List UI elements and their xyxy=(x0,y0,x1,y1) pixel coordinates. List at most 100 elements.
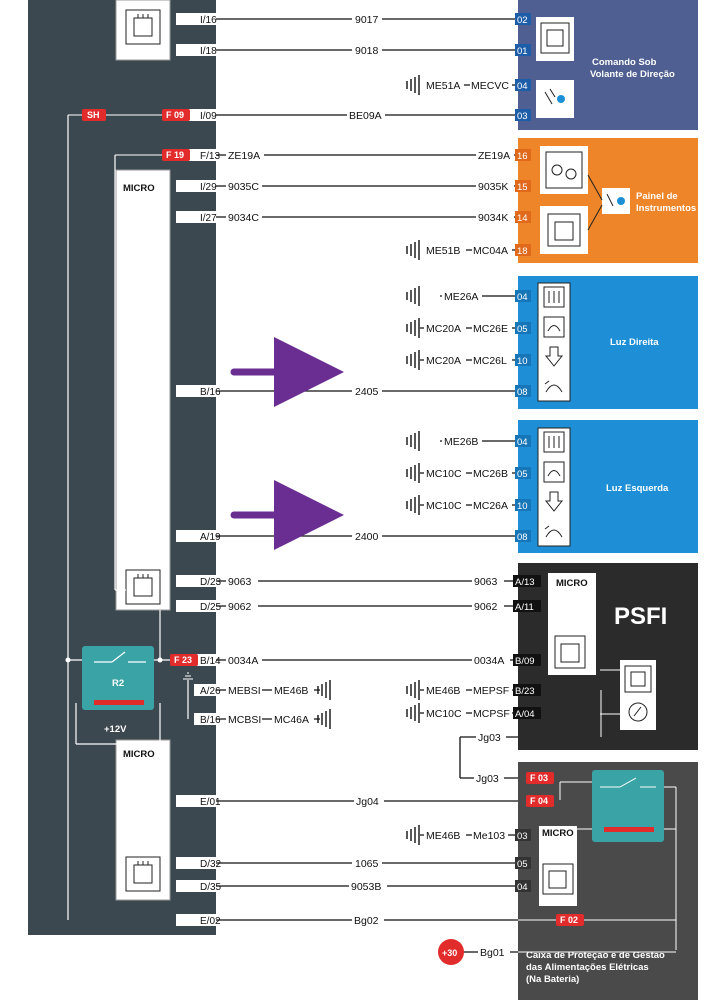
wire-label: MCPSF xyxy=(473,708,510,720)
wire-label: ME46B xyxy=(426,685,460,697)
svg-text:+30: +30 xyxy=(442,948,457,958)
module-luz-esquerda: Luz Esquerda xyxy=(518,420,698,553)
wire-label: MC26B xyxy=(473,468,508,480)
wire-label: Jg04 xyxy=(356,796,379,808)
fuse-badge: F 19 xyxy=(166,150,184,160)
highlight-arrows xyxy=(230,337,344,550)
light-icon xyxy=(606,193,625,207)
module-comando: Comando Sob Volante de Direção xyxy=(518,0,698,130)
left-badges: SH F 09 F 19 F 23 xyxy=(68,109,198,666)
wire-label: MC20A xyxy=(426,355,461,367)
wire-label: MEBSI xyxy=(228,685,261,697)
psfi-title: PSFI xyxy=(614,603,667,630)
ground-icon xyxy=(406,75,420,95)
pin-label: D/32 xyxy=(200,859,222,870)
pin-label: I/09 xyxy=(200,111,217,122)
fuse-badge: F 03 xyxy=(530,773,548,783)
wire-label: ZE19A xyxy=(228,150,260,162)
painel-title-2: Instrumentos xyxy=(636,203,696,214)
wire-label: 9034C xyxy=(228,212,259,224)
module-luz-direita: Luz Direita xyxy=(518,276,698,409)
luz-direita-title: Luz Direita xyxy=(610,337,659,348)
module-connector-icon xyxy=(125,569,161,605)
pin-label: A/19 xyxy=(200,532,221,543)
caixa-relay xyxy=(592,770,664,842)
ground-icon xyxy=(406,350,420,370)
painel-title-1: Painel de xyxy=(636,191,678,202)
pin-label: A/26 xyxy=(200,686,221,697)
wire-label: ME51A xyxy=(426,80,460,92)
pin-number: 04 xyxy=(517,81,528,92)
wire-label: 9063 xyxy=(474,576,498,588)
module-psfi: MICRO PSFI xyxy=(518,563,698,750)
gauge-icon xyxy=(545,151,583,189)
pin-number: 01 xyxy=(517,46,528,57)
ground-icon xyxy=(406,318,420,338)
pin-label: I/27 xyxy=(200,213,217,224)
module-connector-icon xyxy=(125,9,161,45)
fog-light-icon xyxy=(544,525,563,538)
wire-label: MC10C xyxy=(426,708,462,720)
luz-esquerda-title: Luz Esquerda xyxy=(606,483,669,494)
wire-label: 9053B xyxy=(351,881,381,893)
wire-label: MEPSF xyxy=(473,685,509,697)
caixa-micro-label: MICRO xyxy=(542,828,574,839)
wire-label: Bg02 xyxy=(354,915,379,927)
pin-number: 18 xyxy=(517,246,528,257)
ground-icon xyxy=(406,825,420,845)
caixa-title-3: (Na Bateria) xyxy=(526,974,579,985)
pin-number: A/11 xyxy=(515,602,534,613)
comando-title-2: Volante de Direção xyxy=(590,69,675,80)
wire-label: 9018 xyxy=(355,45,379,57)
ground-icon xyxy=(406,463,420,483)
sh-badge: SH xyxy=(87,110,100,120)
fuse-badge: F 04 xyxy=(530,796,548,806)
arrow-down-icon xyxy=(544,346,564,367)
wire-label: 9034K xyxy=(478,212,508,224)
wire-label: ZE19A xyxy=(478,150,510,162)
micro-top-label: MICRO xyxy=(123,183,155,194)
pin-number: A/13 xyxy=(515,577,535,588)
pin-label: B/16 xyxy=(200,715,221,726)
fuse-badge: F 23 xyxy=(174,655,192,665)
pin-number: B/23 xyxy=(515,686,535,697)
wire-labels: 9017 9018 ME51A MECVC BE09A ZE19A ZE19A … xyxy=(226,13,514,959)
wire-label: MC26A xyxy=(473,500,508,512)
pin-number: 04 xyxy=(517,292,528,303)
ground-icon xyxy=(406,240,420,260)
pin-number: 10 xyxy=(517,356,528,367)
wire-label: 9063 xyxy=(228,576,252,588)
wire-label: Me103 xyxy=(473,830,505,842)
pin-number: 04 xyxy=(517,882,528,893)
ground-icon xyxy=(406,286,420,306)
fuse-badge: F 09 xyxy=(166,110,184,120)
ground-icon xyxy=(406,495,420,515)
wire-label: 0034A xyxy=(228,655,258,667)
wire-label: MC10C xyxy=(426,468,462,480)
pin-label: B/14 xyxy=(200,656,221,667)
ground-icon xyxy=(317,709,331,729)
module-connector-icon xyxy=(547,213,581,247)
wire-label: MC20A xyxy=(426,323,461,335)
wire-label: ME26A xyxy=(444,291,478,303)
ground-icon xyxy=(406,703,420,723)
ground-icon xyxy=(406,431,420,451)
wire-label: Bg01 xyxy=(480,947,505,959)
pin-label: D/25 xyxy=(200,602,222,613)
relay-supply-label: +12V xyxy=(104,724,127,735)
wire-label: MC10C xyxy=(426,500,462,512)
pin-number: 04 xyxy=(517,437,528,448)
wire-label: 2405 xyxy=(355,386,379,398)
wire-label: MECVC xyxy=(471,80,509,92)
micro-bottom-label: MICRO xyxy=(123,749,155,760)
pin-number: 02 xyxy=(517,15,528,26)
psfi-micro-label: MICRO xyxy=(556,578,588,589)
pin-label: I/29 xyxy=(200,182,217,193)
module-painel: Painel de Instrumentos xyxy=(518,138,698,263)
pin-number: 05 xyxy=(517,324,528,335)
module-connector-icon xyxy=(554,635,586,669)
wire-label: 2400 xyxy=(355,531,379,543)
wire-label: BE09A xyxy=(349,110,382,122)
wire-label: 0034A xyxy=(474,655,504,667)
headlight-low-icon xyxy=(543,461,565,483)
